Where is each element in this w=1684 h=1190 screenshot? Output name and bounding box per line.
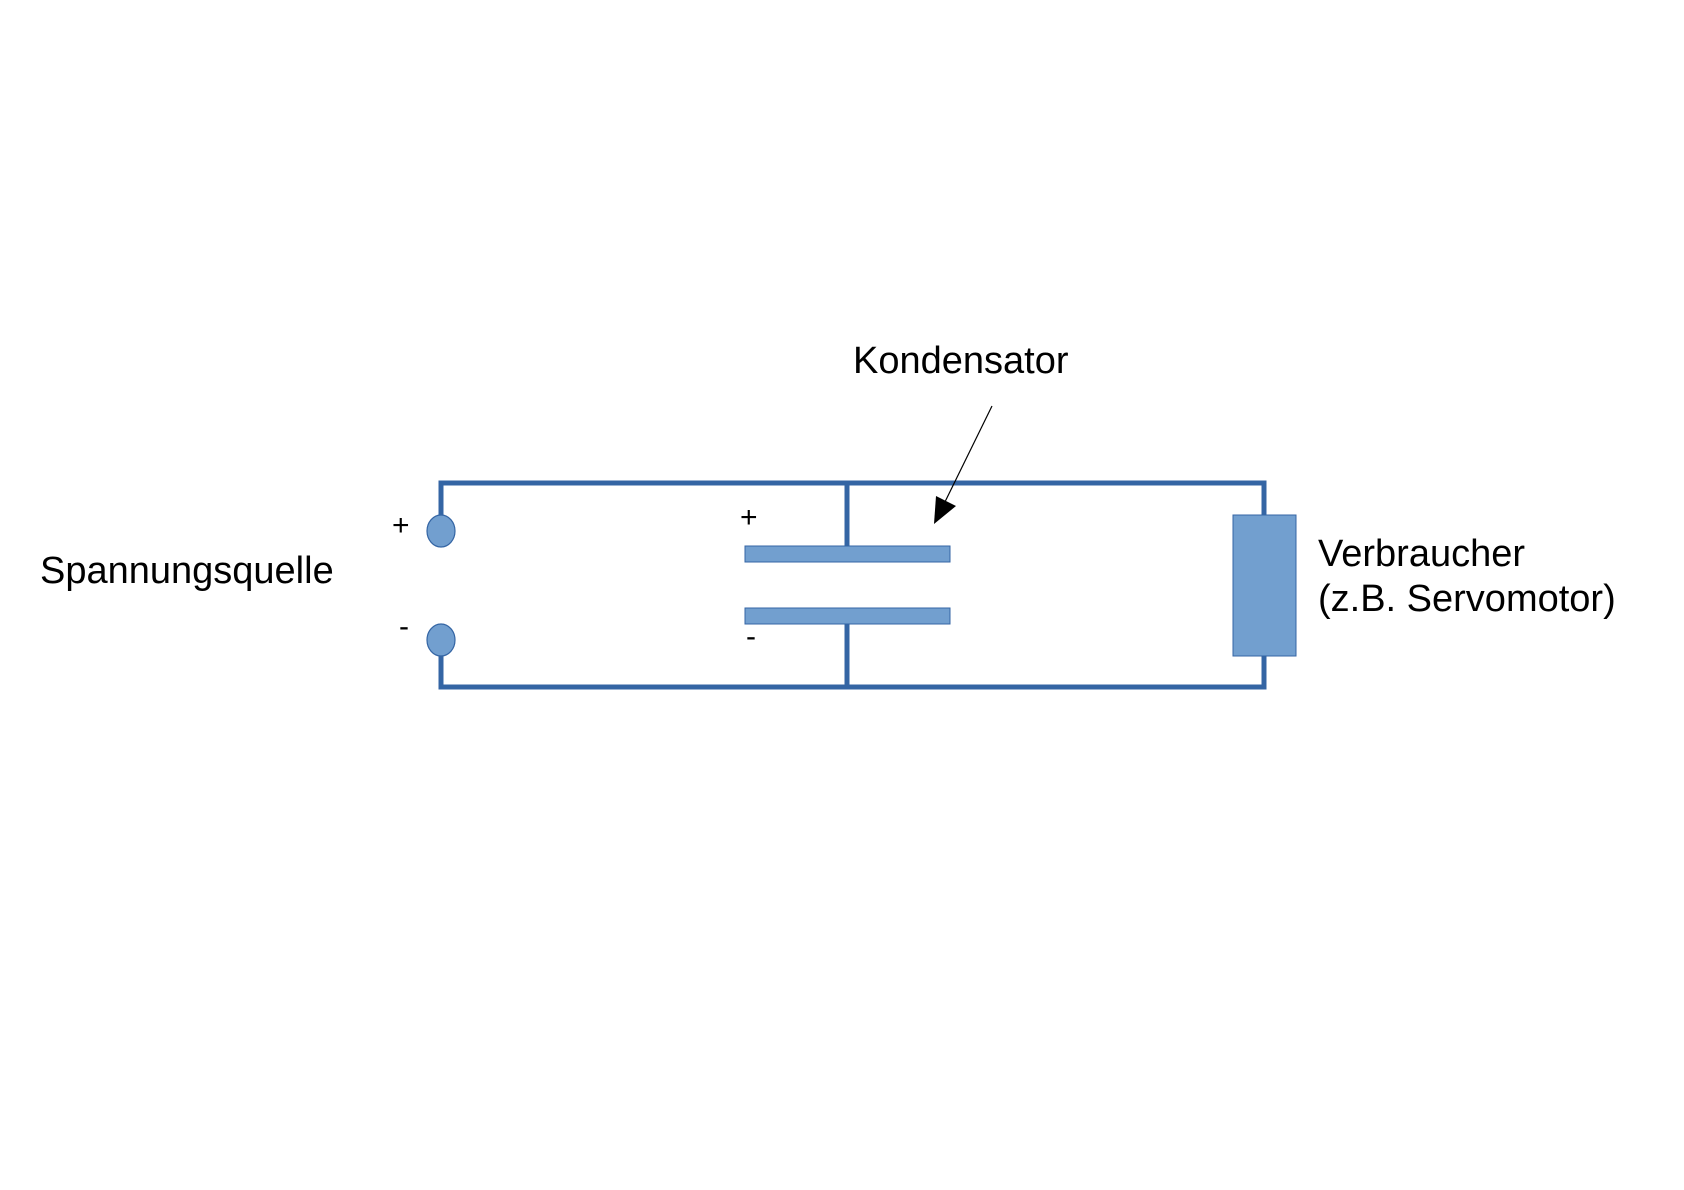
wire-top: [438, 480, 1267, 533]
load-label-line2: (z.B. Servomotor): [1318, 578, 1616, 620]
capacitor-minus-sign: -: [746, 620, 756, 653]
source-plus-terminal: [426, 514, 456, 548]
circuit-wires: [438, 480, 1267, 690]
capacitor-label: Kondensator: [853, 340, 1069, 382]
source-minus-terminal: [426, 623, 456, 657]
source-label: Spannungsquelle: [40, 550, 334, 592]
capacitor-plate-top: [744, 545, 951, 563]
capacitor-plate-bottom: [744, 607, 951, 625]
load-resistor: [1232, 514, 1297, 657]
source-plus-sign: +: [392, 509, 410, 542]
capacitor-pointer-arrow: [934, 405, 993, 524]
capacitor-plus-sign: +: [740, 501, 758, 534]
source-minus-sign: -: [399, 610, 409, 643]
load-label-line1: Verbraucher: [1318, 533, 1525, 575]
wire-bottom: [438, 653, 1267, 690]
